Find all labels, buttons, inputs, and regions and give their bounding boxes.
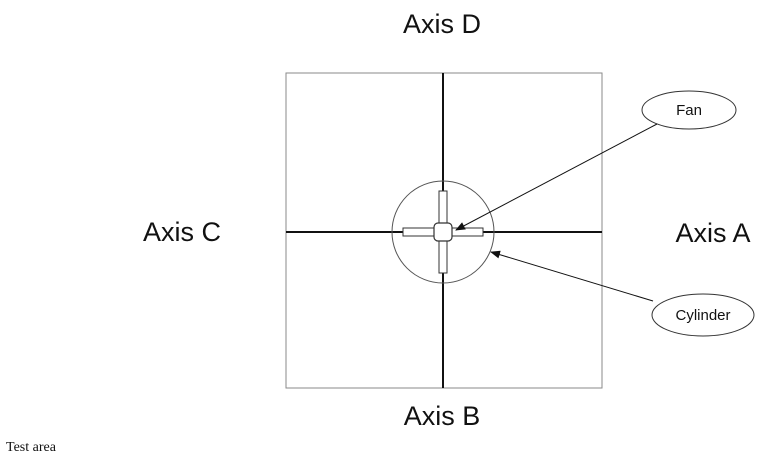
fan-callout-arrow xyxy=(455,123,658,231)
cylinder-callout-arrow xyxy=(490,250,654,302)
cylinder-circle xyxy=(391,180,495,284)
axis-b-label: Axis B xyxy=(404,401,481,431)
figure-caption: Test area xyxy=(6,440,56,455)
cylinder-callout-bubble xyxy=(651,293,755,337)
axis-a-label: Axis A xyxy=(675,218,750,248)
fan-callout-bubble xyxy=(641,90,737,130)
cylinder-callout-label: Cylinder xyxy=(675,307,730,324)
axis-c-label: Axis C xyxy=(143,217,221,247)
fan-icon xyxy=(402,190,484,274)
fan-callout-label: Fan xyxy=(676,102,702,119)
axis-d-label: Axis D xyxy=(403,9,481,39)
